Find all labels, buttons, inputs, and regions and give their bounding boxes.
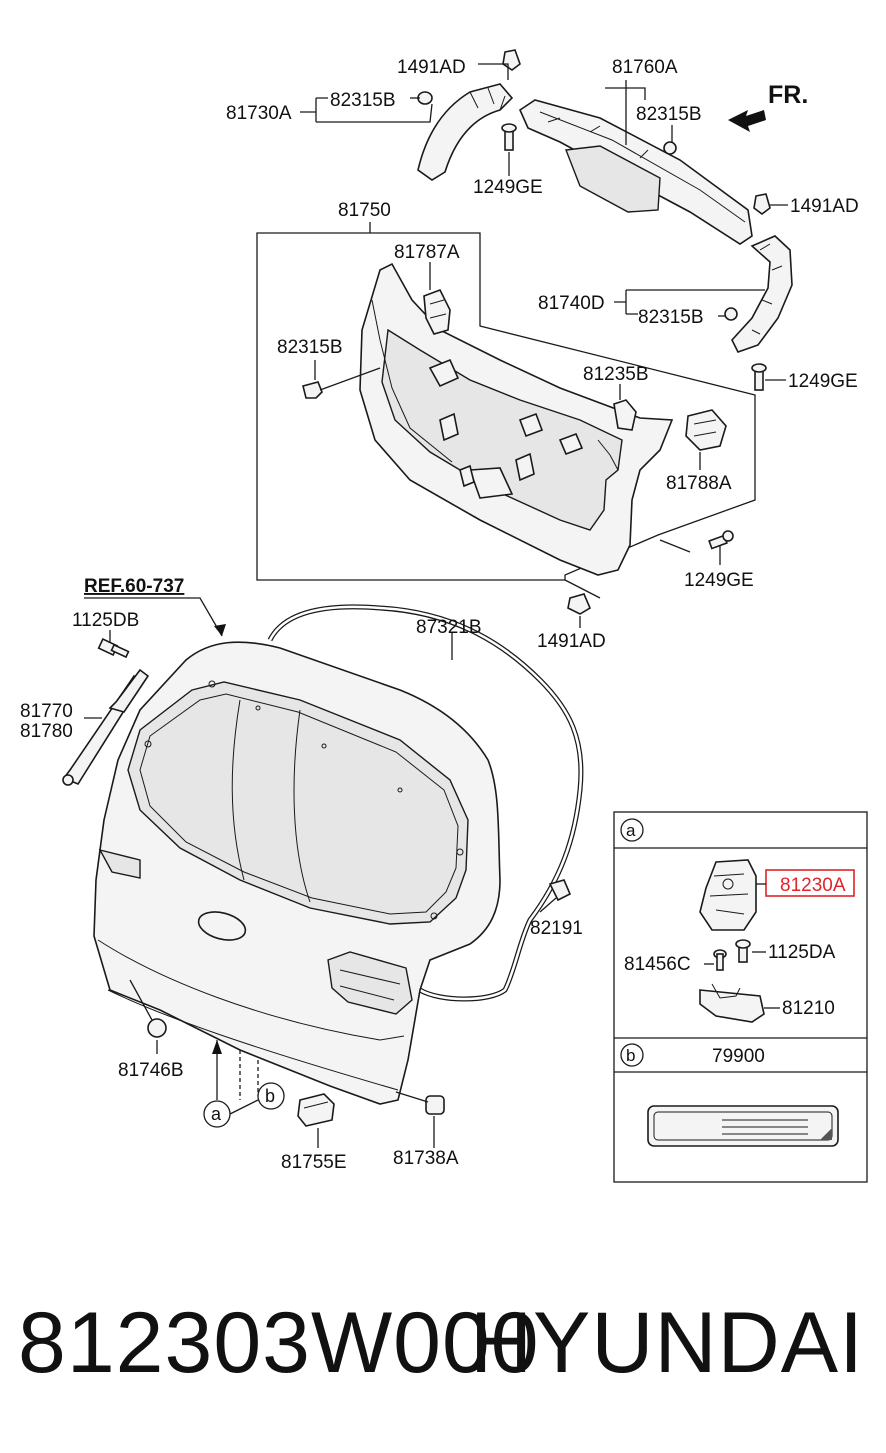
bumper-81738A-icon [425, 1095, 445, 1115]
latch-81230A-icon [699, 859, 757, 931]
trim-81730A [417, 83, 514, 181]
highlight-box-81230A [765, 869, 855, 897]
brand-name: HYUNDAI [469, 1295, 864, 1391]
tailgate-window [127, 681, 469, 925]
emblem-icon [197, 911, 247, 941]
label-81787A: 81787A [394, 242, 460, 263]
label-81730A: 81730A [226, 103, 292, 124]
label-81235B: 81235B [583, 364, 649, 385]
callout-b-text: b [265, 1086, 275, 1106]
label-81750: 81750 [338, 200, 391, 221]
label-82315B-c: 82315B [638, 307, 704, 328]
screw-1249GE-a-icon [501, 123, 517, 151]
screw-1249GE-c-icon [708, 530, 734, 550]
label-82315B-b: 82315B [636, 104, 702, 125]
label-fr: FR. [768, 81, 808, 109]
gas-strut-81770-icon [62, 668, 150, 786]
label-81738A: 81738A [393, 1148, 459, 1169]
bumper-81746B-icon [147, 1018, 167, 1038]
label-81755E: 81755E [281, 1152, 347, 1173]
label-81740D: 81740D [538, 293, 605, 314]
label-82315B-d: 82315B [277, 337, 343, 358]
label-1491AD-right: 1491AD [790, 196, 859, 217]
label-1249GE-c: 1249GE [684, 570, 754, 591]
label-ref: REF.60-737 [84, 576, 184, 597]
label-82315B-a: 82315B [330, 90, 396, 111]
label-81770: 81770 [20, 701, 73, 722]
garnish-79900-icon [647, 1105, 839, 1147]
label-81210: 81210 [782, 998, 835, 1019]
callout-a-text: a [211, 1104, 222, 1124]
trim-81740D [731, 235, 793, 353]
front-arrow-icon [728, 110, 766, 132]
label-1249GE-a: 1249GE [473, 177, 543, 198]
clip-1491AD-top-icon [502, 49, 521, 71]
label-81746B: 81746B [118, 1060, 184, 1081]
screw-1249GE-b-icon [751, 363, 767, 391]
callout-b[interactable] [257, 1082, 285, 1110]
bracket-81235B-icon [613, 399, 637, 431]
box-81750 [256, 232, 756, 581]
label-1125DA: 1125DA [768, 942, 836, 963]
label-87321B: 87321B [416, 617, 482, 638]
bracket-81787A-icon [423, 288, 451, 335]
label-81230A: 81230A [780, 875, 846, 896]
label-81456C: 81456C [624, 954, 691, 975]
trim-81760A-lower [565, 145, 661, 213]
label-81780: 81780 [20, 721, 73, 742]
label-1491AD-bottom: 1491AD [537, 631, 606, 652]
handle-81755E-icon [297, 1093, 335, 1127]
clip-1491AD-bottom-icon [567, 593, 592, 615]
part-number: 812303W000 [18, 1295, 540, 1391]
clip-82315B-b-icon [663, 141, 677, 155]
label-81788A: 81788A [666, 473, 732, 494]
inset-panel [613, 811, 868, 1183]
label-79900: 79900 [712, 1046, 765, 1067]
screw-81456C-icon [713, 949, 727, 971]
label-1249GE-b: 1249GE [788, 371, 858, 392]
clip-82315B-a-icon [417, 91, 433, 105]
bracket-81788A-icon [685, 409, 727, 451]
label-81760A: 81760A [612, 57, 678, 78]
inset-b-text: b [626, 1046, 635, 1065]
label-1125DB: 1125DB [72, 610, 139, 631]
striker-81210-icon [699, 983, 765, 1023]
inset-a-badge [620, 818, 644, 842]
clip-82315B-c-icon [724, 307, 738, 321]
bolt-1125DB-icon [97, 638, 130, 659]
bumper-82191-icon [548, 879, 572, 902]
inset-a-text: a [626, 821, 636, 840]
label-1491AD-top: 1491AD [397, 57, 466, 78]
inset-b-badge [620, 1043, 644, 1067]
bolt-1125DA-icon [735, 939, 751, 963]
clip-82315B-d-icon [302, 381, 323, 399]
label-82191: 82191 [530, 918, 583, 939]
clip-1491AD-right-icon [753, 193, 771, 215]
